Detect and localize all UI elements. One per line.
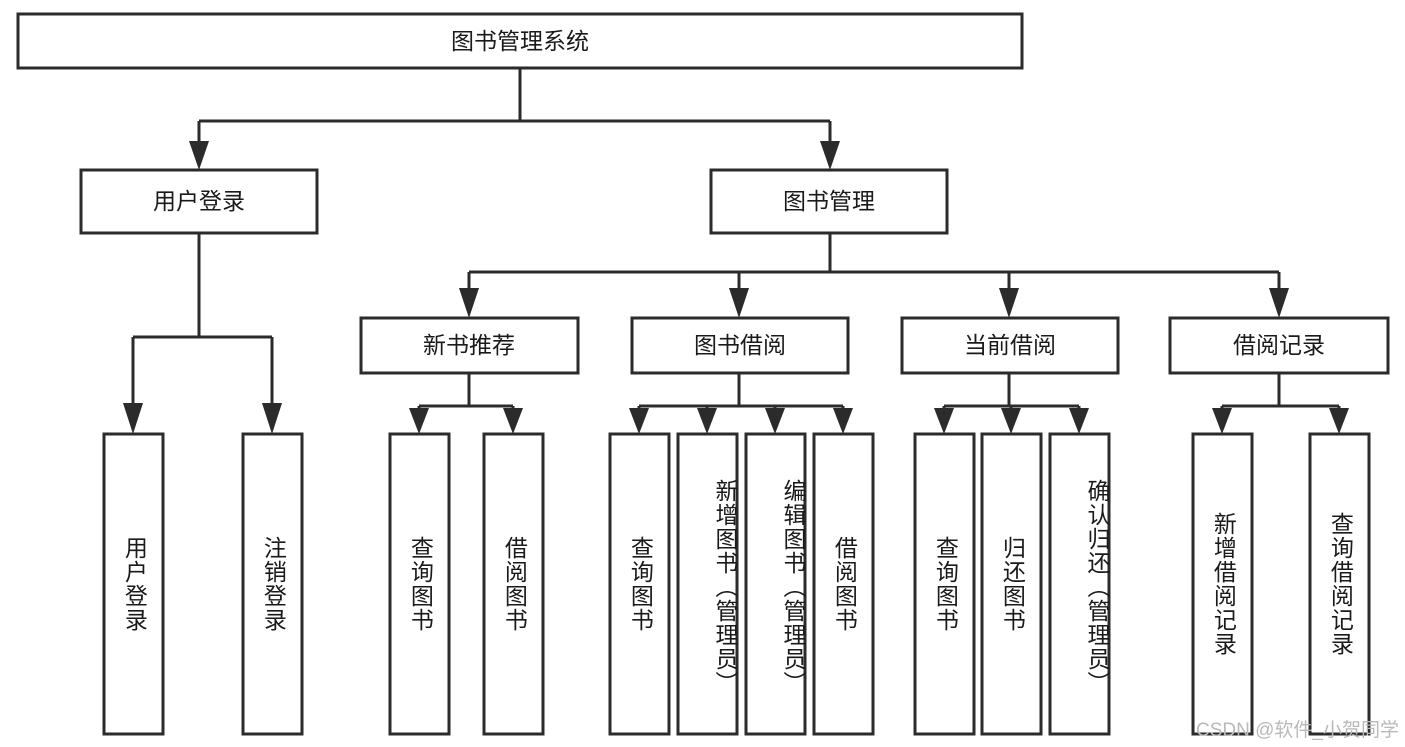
edges-bookborrow-to-leaves bbox=[629, 373, 853, 434]
edges-bookmgmt-to-level3 bbox=[459, 233, 1289, 318]
arrowhead-leaf-logout-login bbox=[262, 403, 282, 434]
leaf-box-query-book-1[interactable] bbox=[388, 432, 451, 736]
arrowhead-leaf-borrow-book-1 bbox=[503, 408, 523, 434]
label-borrow-record: 借阅记录 bbox=[1233, 332, 1325, 358]
leaf-label-edit-book: 编辑图书（管理员） bbox=[780, 479, 806, 695]
arrowhead-leaf-confirm-return bbox=[1069, 408, 1089, 434]
leaf-box-confirm-return[interactable] bbox=[1048, 432, 1111, 736]
leaf-label-add-record: 新增借阅记录 bbox=[1210, 512, 1237, 656]
leaf-label-user-login: 用户登录 bbox=[121, 536, 148, 632]
node-box-book-borrow[interactable] bbox=[630, 316, 850, 375]
arrowhead-book-management bbox=[820, 141, 840, 170]
leaf-box-borrow-book-2[interactable] bbox=[812, 432, 875, 736]
leaf-box-logout-login[interactable] bbox=[241, 432, 304, 736]
edges-borrowrecord-to-leaves bbox=[1212, 373, 1349, 434]
leaf-label-return-book: 归还图书 bbox=[999, 536, 1026, 632]
arrowhead-leaf-query-book-3 bbox=[934, 408, 954, 434]
leaf-label-add-book: 新增图书（管理员） bbox=[712, 479, 738, 695]
arrowhead-leaf-edit-book bbox=[765, 408, 785, 434]
arrowhead-leaf-return-book bbox=[1001, 408, 1021, 434]
node-box-user-login[interactable] bbox=[79, 168, 319, 235]
label-book-borrow: 图书借阅 bbox=[694, 332, 786, 358]
csdn-watermark: CSDN @软件_小贺同学 bbox=[1196, 720, 1399, 741]
leaf-label-confirm-return: 确认归还（管理员） bbox=[1084, 479, 1110, 695]
arrowhead-current-borrow bbox=[999, 288, 1019, 318]
leaf-label-borrow-book-2: 借阅图书 bbox=[831, 536, 858, 632]
edges-root-to-level2 bbox=[189, 68, 840, 170]
node-box-new-book-recommend[interactable] bbox=[359, 316, 580, 375]
edges-userlogin-to-leaves bbox=[123, 233, 282, 434]
arrowhead-new-book bbox=[459, 288, 479, 318]
leaf-label-query-record: 查询借阅记录 bbox=[1327, 512, 1354, 656]
node-box-root[interactable] bbox=[16, 12, 1024, 70]
arrowhead-leaf-query-record bbox=[1329, 408, 1349, 434]
leaf-box-user-login[interactable] bbox=[102, 432, 165, 736]
node-box-book-management[interactable] bbox=[709, 168, 949, 235]
label-user-login: 用户登录 bbox=[153, 188, 245, 214]
arrowhead-leaf-add-book bbox=[697, 408, 717, 434]
leaf-label-logout-login: 注销登录 bbox=[260, 536, 287, 632]
label-root: 图书管理系统 bbox=[451, 28, 589, 54]
arrowhead-user-login bbox=[189, 141, 209, 170]
arrowhead-leaf-borrow-book-2 bbox=[833, 408, 853, 434]
leaf-box-query-book-3[interactable] bbox=[913, 432, 976, 736]
leaf-box-add-record[interactable] bbox=[1191, 432, 1254, 736]
arrowhead-leaf-add-record bbox=[1212, 408, 1232, 434]
leaf-box-add-book[interactable] bbox=[676, 432, 739, 736]
leaf-label-query-book-2: 查询图书 bbox=[627, 536, 654, 632]
leaf-label-borrow-book-1: 借阅图书 bbox=[501, 536, 528, 632]
arrowhead-leaf-query-book-2 bbox=[629, 408, 649, 434]
node-box-borrow-record[interactable] bbox=[1168, 316, 1390, 375]
leaf-box-borrow-book-1[interactable] bbox=[482, 432, 545, 736]
arrowhead-borrow-record bbox=[1269, 288, 1289, 318]
edges-newbook-to-leaves bbox=[409, 373, 523, 434]
arrowhead-leaf-query-book-1 bbox=[409, 408, 429, 434]
node-box-current-borrow[interactable] bbox=[900, 316, 1120, 375]
leaf-box-query-book-2[interactable] bbox=[608, 432, 671, 736]
arrowhead-book-borrow bbox=[729, 288, 749, 318]
leaf-box-edit-book[interactable] bbox=[744, 432, 807, 736]
label-new-book-recommend: 新书推荐 bbox=[423, 332, 515, 358]
leaf-box-query-record[interactable] bbox=[1308, 432, 1371, 736]
arrowhead-leaf-user-login bbox=[123, 403, 143, 434]
leaf-label-query-book-1: 查询图书 bbox=[407, 536, 434, 632]
edges-currentborrow-to-leaves bbox=[934, 373, 1089, 434]
leaf-label-query-book-3: 查询图书 bbox=[932, 536, 959, 632]
leaf-box-return-book[interactable] bbox=[980, 432, 1043, 736]
label-current-borrow: 当前借阅 bbox=[964, 332, 1056, 358]
label-book-management: 图书管理 bbox=[783, 188, 875, 214]
